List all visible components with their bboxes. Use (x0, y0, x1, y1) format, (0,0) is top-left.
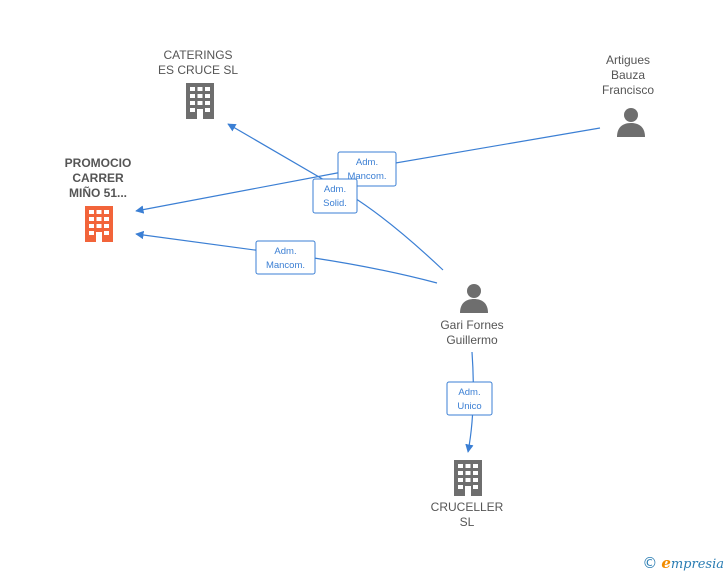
person-icon (617, 108, 645, 137)
edge-label-line: Mancom. (266, 260, 305, 271)
edge-label-artigues-promocio[interactable]: Adm. Mancom. (337, 151, 397, 187)
edge-label-line: Adm. (356, 157, 378, 168)
brand-logo-letter: e (661, 554, 671, 572)
edge-line-gari-promocio (135, 230, 438, 284)
edge-label-line: Unico (457, 401, 481, 412)
node-label-line: Francisco (602, 83, 654, 97)
node-label-line: Bauza (611, 68, 645, 82)
node-label-line: Gari Fornes (440, 318, 503, 332)
building-icon (186, 83, 214, 119)
node-label-line: CATERINGS (163, 48, 232, 62)
node-label-line: Artigues (606, 53, 650, 67)
node-artigues[interactable]: Artigues Bauza Francisco (602, 53, 654, 137)
edge-label-line: Adm. (458, 387, 480, 398)
edge-label-line: Mancom. (347, 171, 386, 182)
node-cruceller[interactable]: CRUCELLER SL (431, 460, 504, 529)
node-label-line: CRUCELLER (431, 500, 504, 514)
brand-logo[interactable]: empresia (661, 554, 724, 572)
brand-logo-text: mpresia (670, 557, 724, 572)
building-icon (85, 206, 113, 242)
node-label-line: Guillermo (446, 333, 498, 347)
edge-label-gari-caterings[interactable]: Adm. Solid. (312, 178, 358, 214)
edge-line-artigues-promocio (135, 127, 601, 214)
building-icon (454, 460, 482, 496)
copyright-icon: © (642, 554, 658, 572)
edge-label-line: Adm. (324, 184, 346, 195)
node-label-line: PROMOCIO (65, 156, 132, 170)
person-icon (460, 284, 488, 313)
node-label-line: SL (460, 515, 475, 529)
brand-footer: © empresia (642, 553, 724, 573)
node-label-line: ES CRUCE SL (158, 63, 238, 77)
node-label-line: CARRER (72, 171, 124, 185)
edge-label-gari-cruceller[interactable]: Adm. Unico (446, 381, 493, 416)
edge-label-line: Solid. (323, 198, 347, 209)
edge-label-gari-promocio[interactable]: Adm. Mancom. (255, 240, 316, 275)
edge-label-line: Adm. (274, 246, 296, 257)
node-label-line: MIÑO 51... (69, 185, 127, 200)
node-gari[interactable]: Gari Fornes Guillermo (440, 284, 504, 347)
node-promocio[interactable]: PROMOCIO CARRER MIÑO 51... (65, 156, 132, 242)
node-caterings[interactable]: CATERINGS ES CRUCE SL (158, 48, 238, 119)
